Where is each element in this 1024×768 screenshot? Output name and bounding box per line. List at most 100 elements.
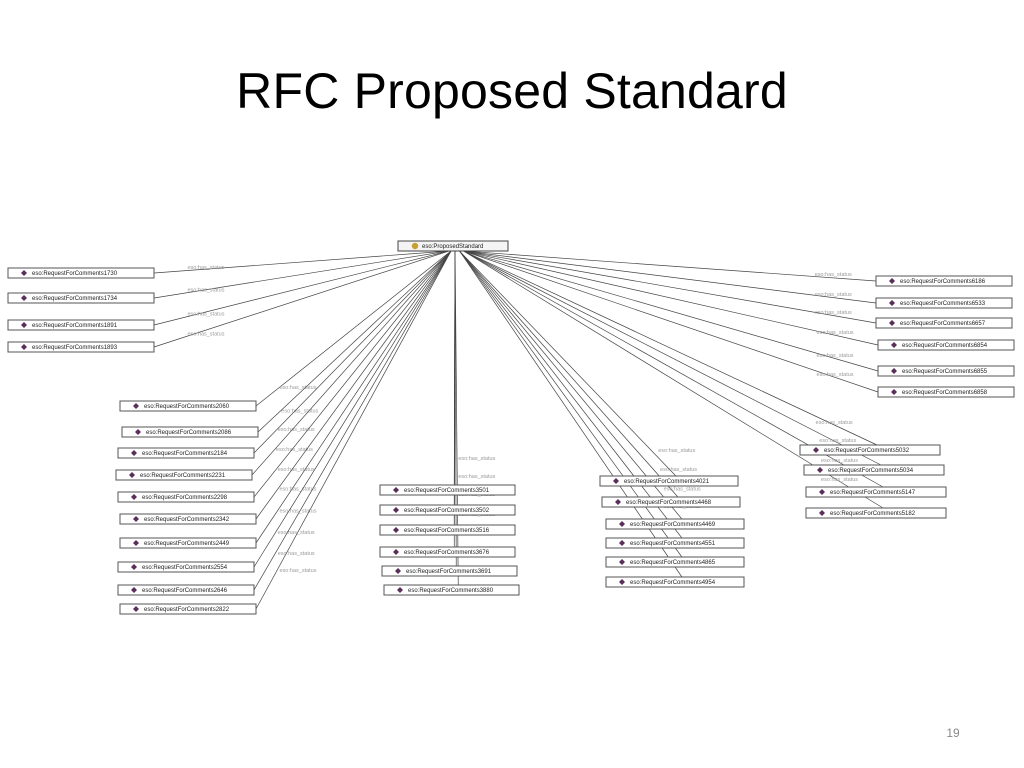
edge-label: eso:has_status — [819, 438, 856, 444]
instance-node[interactable]: eso:RequestForComments2086 — [121, 426, 259, 438]
instance-node[interactable]: eso:RequestForComments2342 — [119, 513, 257, 525]
instance-node-box — [7, 319, 155, 331]
instance-node[interactable]: eso:RequestForComments1730 — [7, 267, 155, 279]
instance-node-box — [121, 426, 259, 438]
instance-node-box — [119, 400, 257, 412]
has-status-edge — [253, 250, 452, 454]
instance-node[interactable]: eso:RequestForComments4468 — [601, 496, 741, 508]
edge-label: eso:has_status — [281, 408, 318, 414]
has-status-edge — [463, 250, 878, 446]
instance-node-label: eso:RequestForComments3691 — [406, 569, 492, 575]
edge-label: eso:has_status — [280, 487, 317, 493]
has-status-edge — [253, 250, 452, 568]
has-status-edge — [153, 250, 450, 274]
instance-node[interactable]: eso:RequestForComments6858 — [877, 386, 1015, 398]
has-status-edge — [463, 250, 877, 304]
instance-node[interactable]: eso:RequestForComments5147 — [805, 486, 947, 498]
individual-diamond-icon — [891, 342, 897, 348]
individual-diamond-icon — [131, 587, 137, 593]
instance-node[interactable]: eso:RequestForComments3676 — [379, 546, 516, 558]
instance-node-box — [379, 504, 516, 516]
instance-node[interactable]: eso:RequestForComments6533 — [875, 297, 1013, 309]
node-layer: eso:RequestForComments1730 eso:RequestFor… — [7, 267, 1015, 615]
individual-diamond-icon — [819, 489, 825, 495]
instance-node[interactable]: eso:RequestForComments5182 — [805, 507, 947, 519]
edge-label: eso:has_status — [458, 456, 495, 462]
instance-node[interactable]: eso:RequestForComments2822 — [119, 603, 257, 615]
instance-node-box — [381, 565, 518, 577]
has-status-edge — [463, 250, 879, 393]
instance-node-label: eso:RequestForComments2060 — [144, 404, 230, 410]
edge-layer: eso:has_status eso:has_status eso:has_stat… — [153, 250, 884, 610]
instance-node[interactable]: eso:RequestForComments3502 — [379, 504, 516, 516]
edge-label: eso:has_status — [187, 287, 224, 293]
instance-node[interactable]: eso:RequestForComments1734 — [7, 292, 155, 304]
instance-node-box — [117, 584, 255, 596]
individual-diamond-icon — [817, 467, 823, 473]
instance-node[interactable]: eso:RequestForComments6186 — [875, 275, 1013, 287]
instance-node-box — [117, 447, 255, 459]
instance-node-label: eso:RequestForComments6855 — [902, 369, 988, 375]
instance-node[interactable]: eso:RequestForComments3691 — [381, 565, 518, 577]
instance-node[interactable]: eso:RequestForComments4954 — [605, 576, 745, 588]
instance-node-label: eso:RequestForComments2086 — [146, 430, 232, 436]
instance-node[interactable]: eso:RequestForComments3501 — [379, 484, 516, 496]
edge-label: eso:has_status — [278, 551, 315, 557]
instance-node-label: eso:RequestForComments1893 — [32, 345, 118, 351]
individual-diamond-icon — [129, 472, 135, 478]
instance-node[interactable]: eso:RequestForComments4865 — [605, 556, 745, 568]
edge-label: eso:has_status — [817, 353, 854, 359]
instance-node-label: eso:RequestForComments2231 — [140, 473, 226, 479]
instance-node[interactable]: eso:RequestForComments2554 — [117, 561, 255, 573]
instance-node[interactable]: eso:RequestForComments4469 — [605, 518, 745, 530]
instance-node[interactable]: eso:RequestForComments2298 — [117, 491, 255, 503]
instance-node[interactable]: eso:RequestForComments2231 — [115, 469, 253, 481]
instance-node[interactable]: eso:RequestForComments4021 — [599, 475, 739, 487]
instance-node-label: eso:RequestForComments6657 — [900, 321, 986, 327]
center-node-label: eso:ProposedStandard — [422, 244, 483, 250]
instance-node-box — [119, 603, 257, 615]
instance-node[interactable]: eso:RequestForComments6854 — [877, 339, 1015, 351]
instance-node-box — [799, 444, 941, 456]
individual-diamond-icon — [21, 295, 27, 301]
instance-node-label: eso:RequestForComments6186 — [900, 279, 986, 285]
edge-label: eso:has_status — [815, 310, 852, 316]
edge-label: eso:has_status — [278, 427, 315, 433]
instance-node-box — [115, 469, 253, 481]
center-node[interactable]: eso:ProposedStandard — [397, 240, 509, 252]
edge-label: eso:has_status — [821, 458, 858, 464]
individual-diamond-icon — [889, 320, 895, 326]
instance-node-box — [599, 475, 739, 487]
instance-node-label: eso:RequestForComments4954 — [630, 580, 716, 586]
instance-node[interactable]: eso:RequestForComments2646 — [117, 584, 255, 596]
edge-label: eso:has_status — [276, 447, 313, 453]
edge-label: eso:has_status — [817, 372, 854, 378]
instance-node-label: eso:RequestForComments5147 — [830, 490, 916, 496]
instance-node[interactable]: eso:RequestForComments5032 — [799, 444, 941, 456]
instance-node[interactable]: eso:RequestForComments3516 — [379, 524, 516, 536]
has-status-edge — [459, 250, 677, 477]
instance-node[interactable]: eso:RequestForComments6855 — [877, 365, 1015, 377]
instance-node[interactable]: eso:RequestForComments1893 — [7, 341, 155, 353]
individual-diamond-icon — [133, 540, 139, 546]
instance-node[interactable]: eso:RequestForComments2449 — [119, 537, 257, 549]
instance-node[interactable]: eso:RequestForComments6657 — [875, 317, 1013, 329]
individual-diamond-icon — [891, 368, 897, 374]
has-status-edge — [153, 250, 450, 326]
has-status-edge — [453, 250, 456, 548]
individual-diamond-icon — [397, 587, 403, 593]
instance-node[interactable]: eso:RequestForComments4551 — [605, 537, 745, 549]
instance-node[interactable]: eso:RequestForComments2060 — [119, 400, 257, 412]
instance-node[interactable]: eso:RequestForComments1891 — [7, 319, 155, 331]
edge-label: eso:has_status — [664, 487, 701, 493]
instance-node-label: eso:RequestForComments2646 — [142, 588, 228, 594]
instance-node[interactable]: eso:RequestForComments3880 — [383, 584, 520, 596]
edge-label: eso:has_status — [187, 265, 224, 271]
has-status-edge — [257, 250, 452, 433]
instance-node-label: eso:RequestForComments3502 — [404, 508, 490, 514]
individual-diamond-icon — [619, 521, 625, 527]
instance-node[interactable]: eso:RequestForComments2184 — [117, 447, 255, 459]
instance-node[interactable]: eso:RequestForComments5034 — [803, 464, 945, 476]
instance-node-box — [877, 339, 1015, 351]
instance-node-label: eso:RequestForComments2342 — [144, 517, 230, 523]
